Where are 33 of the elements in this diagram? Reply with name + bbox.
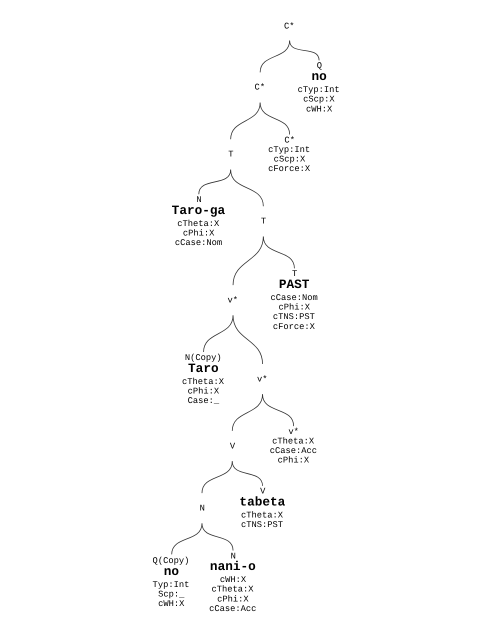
connector (232, 315, 263, 364)
connector (232, 394, 263, 432)
connector (202, 522, 234, 551)
node-text: v* cTheta:X cCase:Acc cPhi:X (270, 426, 317, 466)
connector (260, 102, 290, 135)
node-text: T PAST cCase:Nom cPhi:X cTNS:PST cForce:X (270, 269, 318, 332)
node-text: T (228, 150, 234, 160)
node-text: Q(Copy) no Typ:Int Scp:_ cWH:X (152, 556, 190, 610)
connector (202, 460, 233, 494)
node-text: C* (284, 21, 295, 32)
node-text: v* (227, 295, 238, 306)
connector (171, 522, 202, 555)
node-text: C* cTyp:Int cScp:X cForce:X (268, 135, 310, 174)
node-text: N(Copy) Taro cTheta:X cPhi:X Case:_ (182, 352, 224, 406)
node-text: T (260, 216, 266, 227)
node-text: N Taro-ga cTheta:X cPhi:X cCase:Nom (172, 195, 226, 248)
node-text: C* (254, 82, 266, 93)
connector (232, 460, 263, 486)
node-text: N (200, 503, 205, 514)
connector (289, 40, 320, 61)
node-text: V tabeta cTheta:X cTNS:PST (239, 486, 286, 530)
connector (198, 169, 232, 195)
connector (262, 236, 295, 269)
connector (203, 315, 234, 352)
connector (232, 236, 264, 286)
node-text: Q no cTyp:Int cScp:X cWH:X (298, 61, 340, 114)
connector (230, 102, 261, 140)
node-text: V (230, 441, 236, 452)
connector (262, 394, 294, 427)
node-text: v* (256, 374, 268, 384)
connector (260, 40, 290, 73)
node-text: N nani-o cWH:X cTheta:X cPhi:X cCase:Acc (209, 551, 256, 614)
connector (230, 169, 264, 207)
